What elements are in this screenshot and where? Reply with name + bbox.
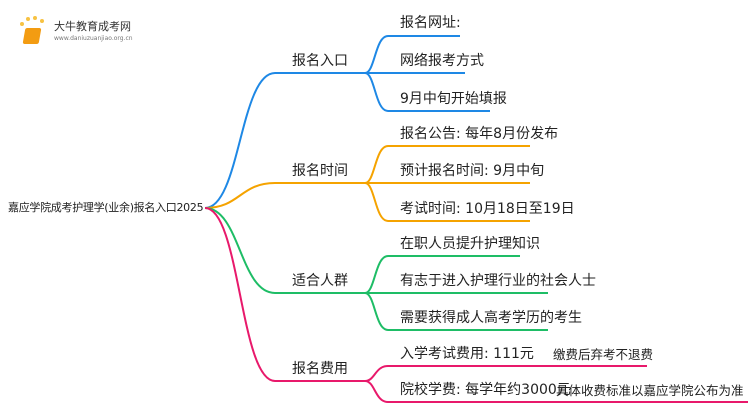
leaf: 有志于进入护理行业的社会人士 (400, 273, 596, 289)
logo-name: 大牛教育成考网 (54, 20, 131, 33)
leaf: 报名网址: (400, 15, 461, 31)
branch-fees: 报名费用 (292, 361, 348, 377)
leaf: 报名公告: 每年8月份发布 (400, 126, 559, 142)
leaf: 需要获得成人高考学历的考生 (400, 310, 582, 326)
logo: 大牛教育成考网 www.daniuzuanjiao.org.cn (18, 16, 138, 48)
pink-branch-line (204, 207, 365, 382)
branch-target-audience: 适合人群 (292, 273, 348, 289)
leaf-note: 缴费后弃考不退费 (553, 347, 654, 362)
blue-branch-line (204, 72, 365, 209)
leaf: 预计报名时间: 9月中旬 (400, 163, 545, 179)
root-topic: 嘉应学院成考护理学(业余)报名入口2025 (8, 201, 204, 214)
leaf: 网络报考方式 (400, 53, 484, 69)
leaf: 9月中旬开始填报 (400, 91, 507, 107)
leaf: 考试时间: 10月18日至19日 (400, 201, 575, 217)
leaf-note: 具体收费标准以嘉应学院公布为准 (556, 383, 744, 398)
logo-url: www.daniuzuanjiao.org.cn (54, 35, 133, 42)
leaf: 院校学费: 每学年约3000元 (400, 382, 571, 398)
leaf: 在职人员提升护理知识 (400, 236, 540, 252)
green-branch-line (204, 207, 365, 294)
leaf: 入学考试费用: 111元 (400, 346, 534, 362)
orange-branch-line (204, 182, 365, 209)
branch-registration-time: 报名时间 (292, 163, 348, 179)
branch-registration-entry: 报名入口 (292, 53, 348, 69)
